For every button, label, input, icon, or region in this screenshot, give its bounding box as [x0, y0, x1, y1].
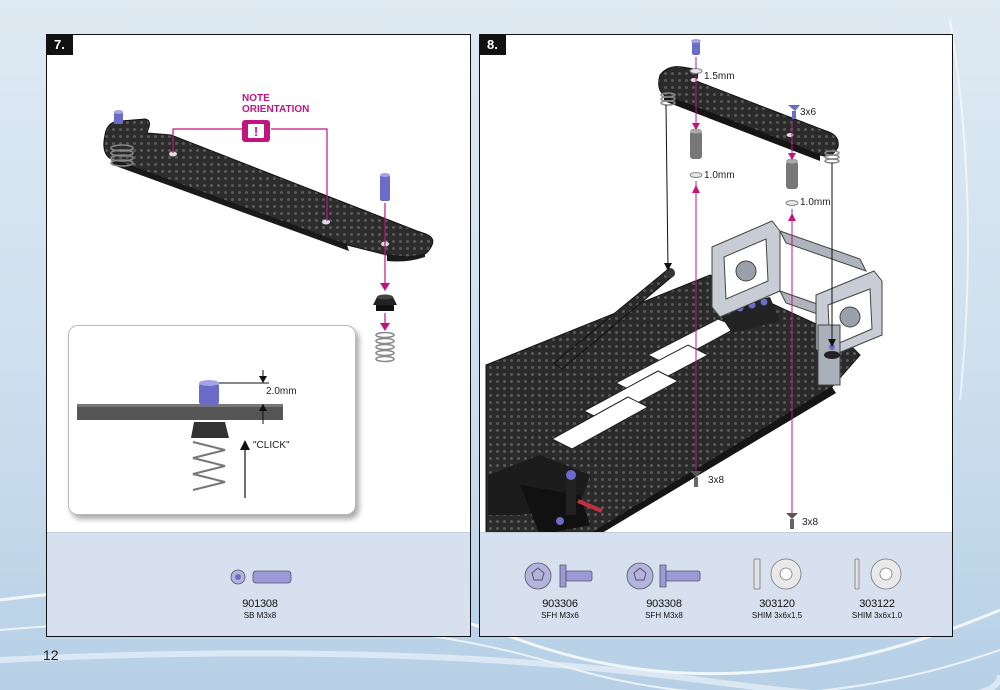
top-screw	[691, 39, 701, 55]
assembly-arrowheads	[692, 123, 796, 221]
step-8-panel: 8.	[479, 34, 953, 637]
parts-list: 901308 SB M3x8	[47, 532, 470, 636]
part-name: SHIM 3x6x1.5	[751, 611, 803, 620]
note-orientation-label: NOTE ORIENTATION	[242, 93, 309, 115]
part-name: SB M3x8	[243, 611, 277, 620]
standoff-section	[199, 383, 219, 405]
screw-3x6	[788, 105, 800, 119]
inset-detail: 2.0mm "CLICK"	[68, 325, 356, 515]
shim-icon	[753, 558, 802, 590]
part-item: 303122 SHIM 3x6x1.0	[842, 555, 912, 620]
page-number: 12	[43, 647, 59, 663]
main-chassis	[485, 274, 861, 535]
standoff-right	[786, 158, 798, 189]
assembly-lines	[695, 57, 793, 513]
dimension-label: 2.0mm	[266, 386, 297, 397]
spring-right	[375, 331, 395, 363]
note-line-2: ORIENTATION	[242, 104, 310, 115]
guide-lines	[665, 104, 833, 345]
part-item: 903306 SFH M3x6	[520, 559, 600, 620]
label-shim-top: 1.5mm	[704, 71, 735, 82]
note-callout-lines	[172, 128, 328, 221]
step-8-illustration	[485, 39, 883, 535]
screw-3x8-right	[786, 513, 798, 529]
mount-section	[191, 422, 229, 438]
label-screw-3x8-right: 3x8	[802, 517, 819, 528]
click-label: "CLICK"	[253, 440, 290, 451]
flat-head-screw-icon	[626, 562, 701, 590]
parts-list: 903306 SFH M3x6 903308 SFH M3x8 303120 S…	[480, 532, 952, 636]
shim-right	[785, 200, 799, 206]
part-name: SFH M3x8	[645, 611, 683, 620]
part-name: SHIM 3x6x1.0	[851, 611, 903, 620]
shim-top	[689, 68, 703, 74]
standoff-part	[380, 173, 390, 201]
inset-spring	[192, 441, 226, 491]
part-item: 901308 SB M3x8	[225, 567, 295, 620]
shim-icon	[854, 558, 902, 590]
part-code: 303120	[759, 598, 795, 610]
rear-post	[817, 324, 841, 386]
flat-head-screw-icon	[524, 562, 593, 590]
label-screw-3x8-left: 3x8	[708, 475, 725, 486]
label-screw-3x6: 3x6	[800, 107, 817, 118]
part-code: 303122	[859, 598, 895, 610]
part-item: 303120 SHIM 3x6x1.5	[742, 555, 812, 620]
screw-3x8-left	[690, 471, 702, 487]
label-shim-left: 1.0mm	[704, 170, 735, 181]
step-number: 8.	[480, 35, 506, 55]
button-screw-icon	[230, 569, 292, 585]
shim-left	[689, 172, 703, 178]
inset-illustration	[77, 370, 283, 498]
chassis-brace	[553, 268, 675, 370]
part-code: 903306	[542, 598, 578, 610]
step-7-panel: 7.	[46, 34, 471, 637]
label-shim-right: 1.0mm	[800, 197, 831, 208]
carbon-plate	[103, 118, 434, 262]
ball-stud	[114, 110, 123, 124]
chassis-cutouts	[550, 318, 740, 450]
step-number: 7.	[47, 35, 73, 55]
spring-left	[110, 144, 134, 167]
part-name: SFH M3x6	[541, 611, 579, 620]
front-suspension	[488, 455, 603, 535]
chassis-section	[77, 404, 283, 420]
svg-text:!: !	[254, 124, 258, 139]
part-code: 903308	[646, 598, 682, 610]
standoff-left	[690, 128, 702, 159]
spring-mount	[373, 294, 397, 311]
part-code: 901308	[242, 598, 278, 610]
part-item: 903308 SFH M3x8	[624, 559, 704, 620]
note-line-1: NOTE	[242, 93, 270, 104]
step-7-illustration: !	[103, 110, 434, 363]
